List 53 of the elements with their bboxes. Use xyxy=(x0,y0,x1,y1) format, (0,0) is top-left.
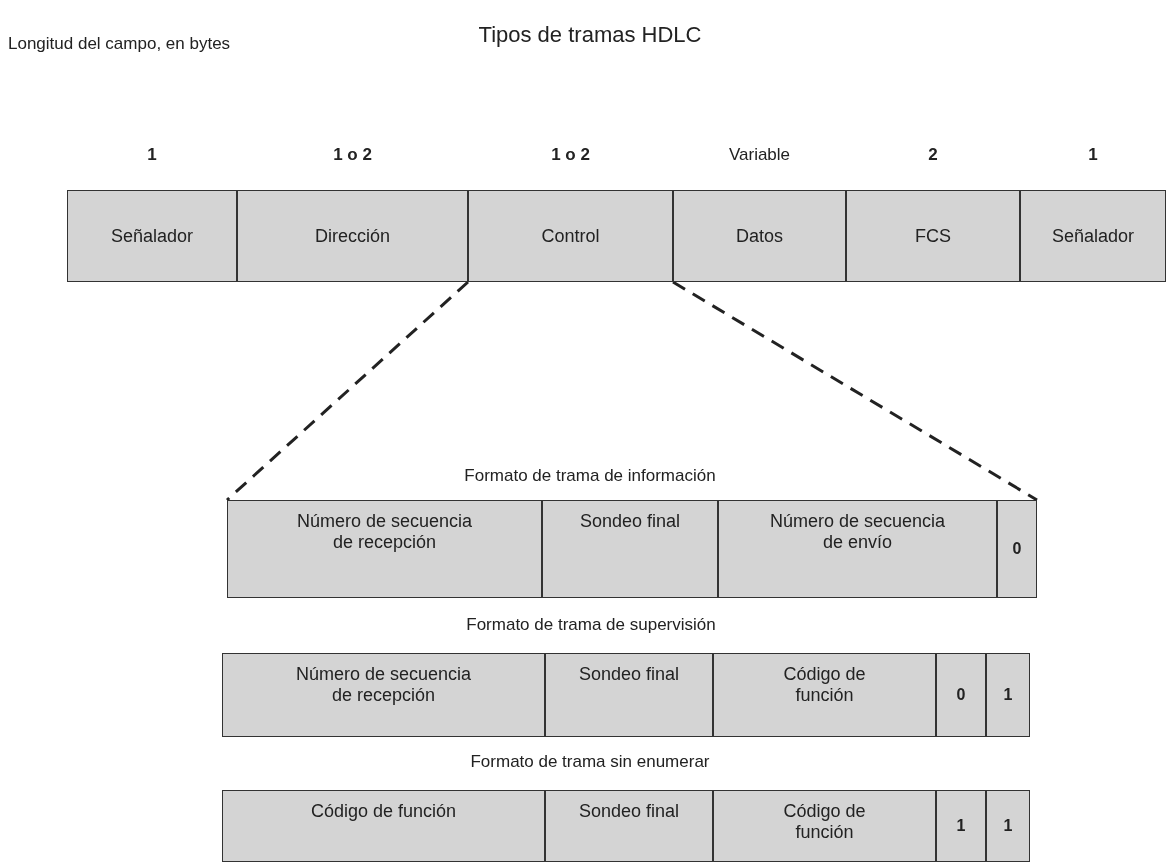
field-length: 1 xyxy=(1087,145,1099,165)
frame-field xyxy=(673,190,846,282)
bit-value: 0 xyxy=(1012,540,1022,558)
field-name: Sondeo final xyxy=(578,664,680,685)
field-name: Código de función xyxy=(782,664,867,706)
field-name: Sondeo final xyxy=(579,511,681,532)
field-name: Número de secuencia de envío xyxy=(768,511,947,553)
frame-field xyxy=(1020,190,1166,282)
section-heading: Formato de trama de supervisión xyxy=(465,615,717,635)
field-length: Variable xyxy=(727,145,792,165)
bit-value: 1 xyxy=(956,817,966,835)
frame-field xyxy=(936,790,986,862)
frame-field xyxy=(713,790,936,862)
frame-field xyxy=(542,500,718,598)
frame-field xyxy=(718,500,997,598)
bit-value: 1 xyxy=(1003,817,1013,835)
field-name: FCS xyxy=(915,225,951,247)
frame-field xyxy=(67,190,237,282)
field-name: Código de función xyxy=(782,801,867,843)
frame-field xyxy=(545,653,713,737)
diagram-title: Tipos de tramas HDLC xyxy=(477,22,703,48)
frame-field xyxy=(222,790,545,862)
axis-note: Longitud del campo, en bytes xyxy=(8,33,232,55)
frame-field xyxy=(986,653,1030,737)
field-name: Control xyxy=(541,225,600,247)
frame-field xyxy=(227,500,542,598)
frame-field xyxy=(986,790,1030,862)
field-length: 1 o 2 xyxy=(550,145,591,165)
frame-field xyxy=(997,500,1037,598)
bit-value: 1 xyxy=(1003,686,1013,704)
frame-field xyxy=(222,653,545,737)
expansion-line xyxy=(672,280,1038,502)
frame-field xyxy=(468,190,673,282)
field-name: Señalador xyxy=(1051,225,1135,247)
field-length: 2 xyxy=(927,145,939,165)
frame-field xyxy=(545,790,713,862)
expansion-line xyxy=(226,280,469,502)
bit-value: 0 xyxy=(956,686,966,704)
field-length: 1 xyxy=(146,145,158,165)
field-length: 1 o 2 xyxy=(332,145,373,165)
field-name: Número de secuencia de recepción xyxy=(295,511,474,553)
field-name: Número de secuencia de recepción xyxy=(294,664,473,706)
section-heading: Formato de trama sin enumerar xyxy=(469,752,711,772)
frame-field xyxy=(713,653,936,737)
field-name: Código de función xyxy=(310,801,457,822)
frame-field xyxy=(846,190,1020,282)
frame-field xyxy=(237,190,468,282)
field-name: Datos xyxy=(736,225,783,247)
field-name: Señalador xyxy=(110,225,194,247)
section-heading: Formato de trama de información xyxy=(463,466,717,486)
frame-field xyxy=(936,653,986,737)
field-name: Dirección xyxy=(315,225,390,247)
field-name: Sondeo final xyxy=(578,801,680,822)
